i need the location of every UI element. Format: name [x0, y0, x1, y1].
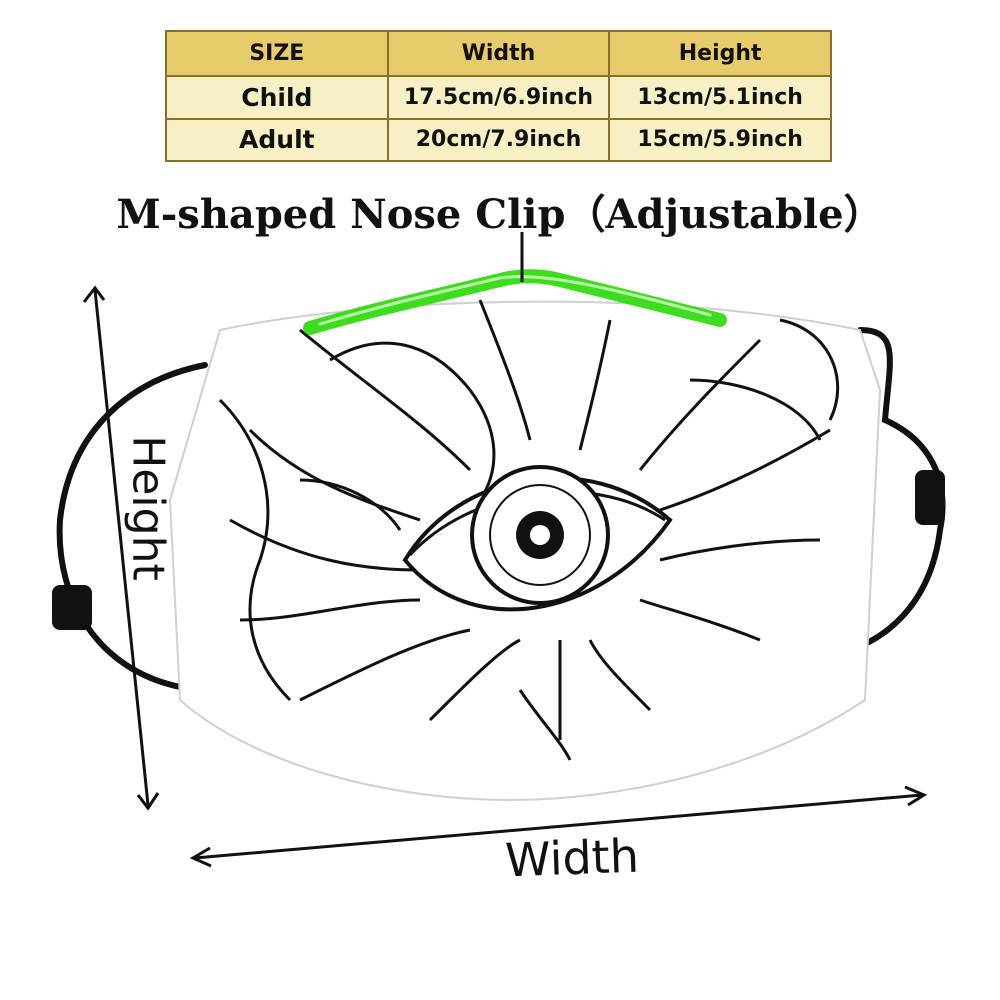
size-table-header-row: SIZE Width Height	[165, 30, 832, 77]
table-row: Adult 20cm/7.9inch 15cm/5.9inch	[165, 117, 832, 162]
nose-clip-highlight	[318, 275, 712, 326]
header-height: Height	[608, 30, 832, 77]
table-row: Child 17.5cm/6.9inch 13cm/5.1inch	[165, 75, 832, 120]
height-label: Height	[122, 435, 174, 581]
row-adult-height: 15cm/5.9inch	[608, 117, 832, 162]
height-arrow	[82, 285, 160, 811]
row-child-height: 13cm/5.1inch	[608, 75, 832, 120]
row-child-width: 17.5cm/6.9inch	[386, 75, 611, 120]
left-ear-loop	[56, 362, 208, 693]
header-width: Width	[386, 30, 611, 77]
left-loop-adjuster	[52, 585, 92, 630]
width-label: Width	[504, 828, 640, 888]
header-size: SIZE	[165, 30, 389, 77]
row-adult-label: Adult	[165, 117, 389, 162]
size-table: SIZE Width Height Child 17.5cm/6.9inch 1…	[165, 30, 832, 162]
width-arrow	[189, 785, 928, 868]
right-loop-adjuster	[915, 470, 945, 525]
eye-drawing	[402, 465, 673, 612]
row-child-label: Child	[165, 75, 389, 120]
eye-flower-artwork	[218, 299, 840, 761]
nose-clip-title: M-shaped Nose Clip（Adjustable）	[116, 191, 884, 238]
row-adult-width: 20cm/7.9inch	[386, 117, 611, 162]
